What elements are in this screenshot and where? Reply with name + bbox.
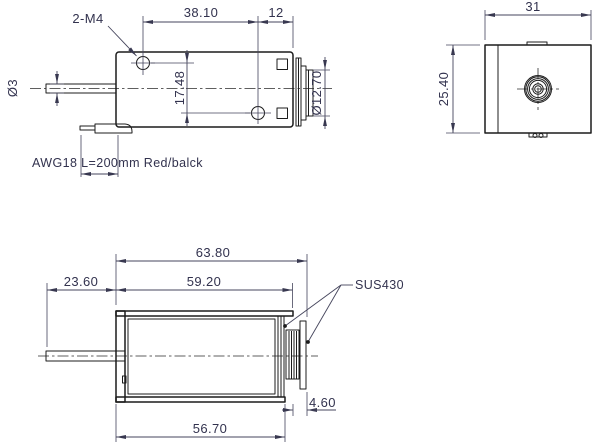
spring-outline xyxy=(285,329,300,380)
dim-hole-spacing-v: 17.48 xyxy=(172,71,187,106)
leader-line xyxy=(107,25,137,57)
leader-dot xyxy=(283,324,287,328)
leader-line xyxy=(307,284,342,343)
wire-bundle-outline xyxy=(94,123,133,134)
leader-dot xyxy=(306,340,310,344)
material-callout: SUS430 xyxy=(355,278,404,292)
detail-mark xyxy=(122,375,127,384)
dim-edge-offset: 12 xyxy=(268,5,283,20)
section-view: 63.80 59.20 23.60 56.70 4.60 SUS430 xyxy=(38,245,404,442)
dim-cap-thickness: 4.60 xyxy=(309,395,336,410)
terminal-square xyxy=(276,107,288,119)
top-tab xyxy=(526,41,548,46)
cap-end-plate xyxy=(305,69,314,117)
dim-hole-spacing-h: 38.10 xyxy=(184,5,219,20)
coil-outline xyxy=(124,315,279,398)
cap-spacer-plate xyxy=(300,65,307,121)
dim-shaft-dia: Ø3 xyxy=(5,79,20,97)
leader-line xyxy=(284,284,342,327)
dim-overall-length: 63.80 xyxy=(196,245,231,260)
terminal-pin xyxy=(538,133,544,138)
washer-plate xyxy=(299,320,307,390)
dim-case-length: 59.20 xyxy=(187,274,222,289)
solenoid-body-outline xyxy=(115,51,294,128)
dim-end-height: 25.40 xyxy=(436,72,451,107)
dim-shaft-length: 23.60 xyxy=(64,274,99,289)
dim-end-width: 31 xyxy=(525,0,540,14)
plunger-shaft-outline xyxy=(45,350,125,362)
end-view: 31 25.40 xyxy=(436,0,592,138)
hole-callout: 2-M4 xyxy=(72,11,103,26)
plunger-shaft-outline xyxy=(45,83,116,94)
terminal-square xyxy=(276,58,288,70)
coil-inner-outline xyxy=(127,318,276,395)
bottom-tab xyxy=(528,132,548,138)
dim-base-length: 56.70 xyxy=(193,421,228,436)
wire-tip-outline xyxy=(79,125,96,131)
dim-cap-dia: Ø12.70 xyxy=(309,70,324,115)
side-view: 38.10 12 17.48 Ø3 Ø12.70 2-M4 AWG18 L=20… xyxy=(5,5,332,177)
wire-note: AWG18 L=200mm Red/balck xyxy=(32,156,203,170)
case-left-wall xyxy=(115,310,126,403)
case-bottom-plate xyxy=(115,396,286,403)
case-top-plate xyxy=(115,310,294,317)
terminal-pin xyxy=(532,133,538,138)
